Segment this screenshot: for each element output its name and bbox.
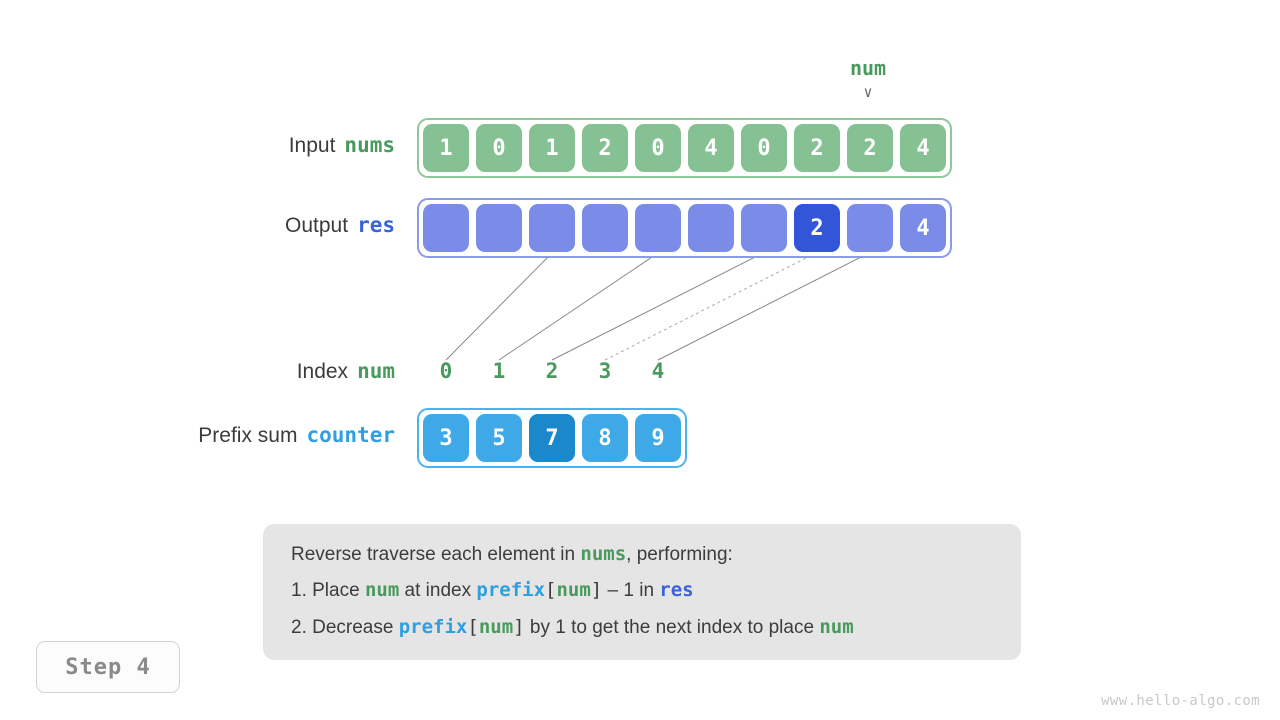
index-tick: 2 xyxy=(545,359,559,383)
index-tick: 0 xyxy=(439,359,453,383)
output-cell: 4 xyxy=(900,204,946,252)
prefix-cell: 3 xyxy=(423,414,469,462)
output-cell xyxy=(847,204,893,252)
caption-line-3: 2. Decrease prefix[num] by 1 to get the … xyxy=(291,615,993,640)
index-label-text: Index xyxy=(296,360,349,383)
watermark: www.hello-algo.com xyxy=(1101,693,1260,709)
output-array: 2 4 xyxy=(417,198,952,258)
input-row-label: Input nums xyxy=(150,133,395,157)
output-cell xyxy=(688,204,734,252)
caption-l2-pre: 1. Place xyxy=(291,580,365,602)
caption-l3-tok-num: num xyxy=(819,615,854,638)
output-cell xyxy=(423,204,469,252)
input-cell: 4 xyxy=(900,124,946,172)
prefix-cell-highlighted: 7 xyxy=(529,414,575,462)
output-var-name: res xyxy=(357,213,395,237)
prefix-row-label: Prefix sum counter xyxy=(115,423,395,447)
index-tick: 4 xyxy=(651,359,665,383)
connector-line-0 xyxy=(445,252,553,361)
caption-l3-mid: by 1 to get the next index to place xyxy=(524,616,820,638)
prefix-cell: 8 xyxy=(582,414,628,462)
caption-l1-tok-nums: nums xyxy=(580,543,627,565)
caption-l2-bracket-close: ] xyxy=(590,579,603,602)
input-cell: 1 xyxy=(423,124,469,172)
connector-line-1 xyxy=(498,252,659,361)
caption-l3-pre: 2. Decrease xyxy=(291,616,399,638)
caption-l2-bracket-open: [ xyxy=(545,579,557,602)
input-var-name: nums xyxy=(344,133,395,157)
prefix-var-name: counter xyxy=(306,423,395,447)
output-cell xyxy=(741,204,787,252)
caption-l2-tok-res: res xyxy=(659,579,694,602)
caption-line-2: 1. Place num at index prefix[num] – 1 in… xyxy=(291,578,993,603)
input-array: 1 0 1 2 0 4 0 2 2 4 xyxy=(417,118,952,178)
prefix-label-text: Prefix sum xyxy=(198,424,298,447)
caption-l2-mid1: at index xyxy=(399,580,477,602)
caption-l2-tok-prefix: prefix xyxy=(476,579,546,602)
input-cell: 4 xyxy=(688,124,734,172)
connector-line-2 xyxy=(551,252,764,361)
step-badge: Step 4 xyxy=(36,641,180,693)
prefix-cell: 5 xyxy=(476,414,522,462)
input-cell: 0 xyxy=(741,124,787,172)
input-cell: 0 xyxy=(476,124,522,172)
index-var-name: num xyxy=(357,359,395,383)
index-row-label: Index num xyxy=(150,359,395,383)
input-cell: 2 xyxy=(794,124,840,172)
caption-l3-bracket-open: [ xyxy=(467,615,479,638)
caption-l2-mid2: – 1 in xyxy=(602,580,660,602)
caption-line-1: Reverse traverse each element in nums, p… xyxy=(291,542,993,567)
caption-l1-pre: Reverse traverse each element in xyxy=(291,544,581,565)
caption-l3-tok-num-idx: num xyxy=(478,615,514,638)
caption-l1-post: , performing: xyxy=(626,544,733,565)
caption-l2-tok-num-idx: num xyxy=(556,579,591,602)
output-cell xyxy=(476,204,522,252)
caption-box: Reverse traverse each element in nums, p… xyxy=(263,524,1021,660)
prefix-cell: 9 xyxy=(635,414,681,462)
caption-l2-tok-num: num xyxy=(364,579,400,602)
caption-l3-bracket-close: ] xyxy=(513,615,525,638)
connector-line-3 xyxy=(604,252,817,361)
input-cell: 0 xyxy=(635,124,681,172)
input-cell: 1 xyxy=(529,124,575,172)
output-cell xyxy=(635,204,681,252)
output-cell xyxy=(582,204,628,252)
prefix-array: 3 5 7 8 9 xyxy=(417,408,687,468)
input-cell: 2 xyxy=(582,124,628,172)
output-row-label: Output res xyxy=(150,213,395,237)
caption-l3-tok-prefix: prefix xyxy=(398,615,468,638)
output-cell xyxy=(529,204,575,252)
index-tick: 1 xyxy=(492,359,506,383)
num-pointer-arrow-icon: ∨ xyxy=(863,83,873,101)
output-label-text: Output xyxy=(285,214,349,237)
connector-line-4 xyxy=(657,252,870,361)
output-cell-highlighted: 2 xyxy=(794,204,840,252)
num-pointer: num ∨ xyxy=(838,58,898,100)
input-cell: 2 xyxy=(847,124,893,172)
index-tick: 3 xyxy=(598,359,612,383)
input-label-text: Input xyxy=(288,134,336,157)
num-pointer-label: num xyxy=(849,56,887,80)
